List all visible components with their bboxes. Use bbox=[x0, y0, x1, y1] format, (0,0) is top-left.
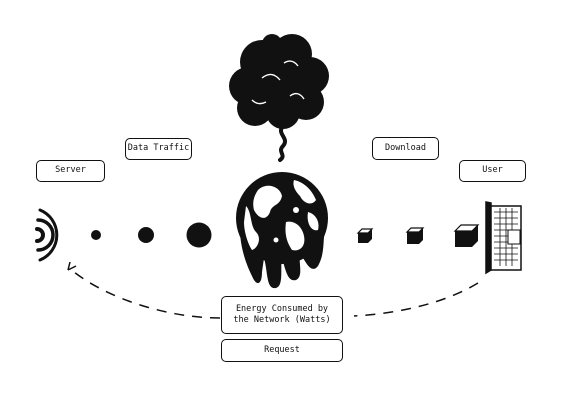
download-packets bbox=[356, 224, 480, 247]
label-user: User bbox=[459, 160, 526, 182]
traffic-dot-large bbox=[186, 222, 212, 248]
traffic-dot-small bbox=[91, 230, 101, 240]
label-download: Download bbox=[372, 137, 439, 160]
smoke-cloud-icon bbox=[229, 34, 329, 162]
traffic-dot-medium bbox=[138, 227, 154, 243]
data-packet-icon bbox=[356, 228, 374, 243]
request-path bbox=[73, 271, 479, 319]
laptop-icon bbox=[485, 201, 522, 275]
data-traffic-dots bbox=[91, 222, 212, 248]
wifi-signal-icon bbox=[35, 208, 59, 262]
label-server: Server bbox=[36, 160, 105, 182]
data-packet-icon bbox=[453, 224, 480, 247]
data-packet-icon bbox=[405, 227, 425, 244]
label-request: Request bbox=[221, 339, 343, 362]
arrow-head-icon bbox=[67, 261, 77, 271]
melting-earth-icon bbox=[236, 172, 328, 289]
label-energy: Energy Consumed by the Network (Watts) bbox=[221, 296, 343, 334]
label-data-traffic: Data Traffic bbox=[125, 138, 192, 160]
